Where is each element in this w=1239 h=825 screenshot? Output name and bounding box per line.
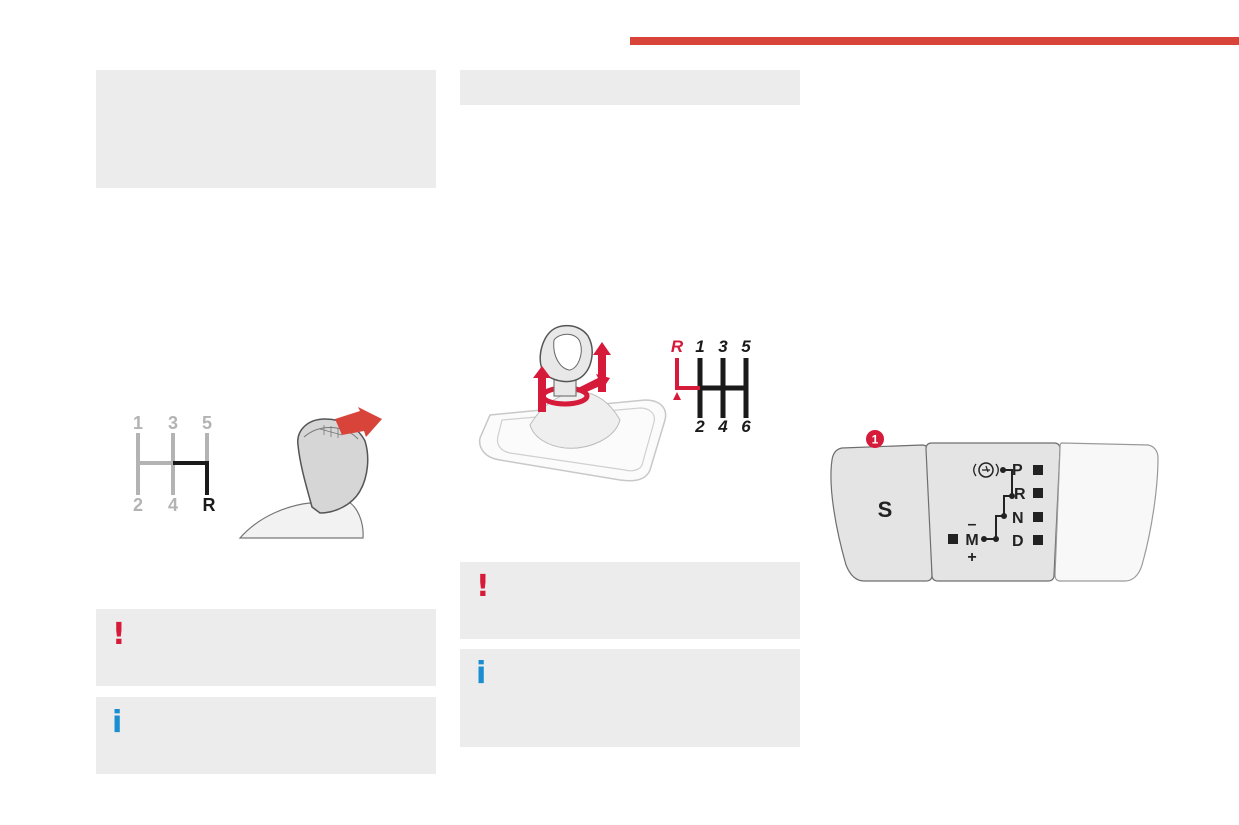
warning-icon: ! <box>476 569 490 604</box>
gear-label-2: 2 <box>133 495 143 515</box>
gear-position-r: R <box>1014 486 1026 503</box>
gear-knob-drawing <box>238 407 382 539</box>
indicator-r <box>1033 488 1043 498</box>
middle-info-box: i <box>460 649 800 747</box>
manual-mode-label: M <box>965 532 978 549</box>
warning-icon: ! <box>112 617 126 652</box>
manual-minus: – <box>968 516 977 533</box>
five-speed-gearbox-illustration: 1 3 5 2 4 R <box>133 407 382 539</box>
five-speed-shift-pattern <box>136 433 209 495</box>
left-header-box <box>96 70 436 188</box>
sport-mode-label: S <box>878 497 893 522</box>
gear-label-3: 3 <box>718 337 728 356</box>
gear-label-5: 5 <box>202 413 212 433</box>
gear-label-6: 6 <box>741 417 751 436</box>
gear-position-n: N <box>1012 510 1024 527</box>
lift-arrows <box>533 342 611 412</box>
six-speed-gearbox-illustration: R 1 3 5 2 4 6 <box>478 324 751 482</box>
six-speed-shift-pattern <box>673 358 749 418</box>
indicator-n <box>1033 512 1043 522</box>
park-brake-icon <box>973 462 999 478</box>
left-warning-box: ! <box>96 609 436 686</box>
info-icon: i <box>112 705 123 740</box>
left-info-box: i <box>96 697 436 774</box>
gear-label-r: R <box>671 337 684 356</box>
gear-gate-path <box>984 469 1013 540</box>
gear-label-1: 1 <box>695 337 704 356</box>
middle-header-box <box>460 70 800 105</box>
info-icon: i <box>476 656 487 691</box>
callout-marker-label: 1 <box>872 433 879 447</box>
manual-plus: + <box>967 549 976 566</box>
gear-label-1: 1 <box>133 413 143 433</box>
gear-position-p: P <box>1012 462 1023 479</box>
blank-panel <box>1054 442 1159 582</box>
indicator-m <box>948 534 958 544</box>
indicator-p <box>1033 465 1043 475</box>
gear-label-5: 5 <box>741 337 751 356</box>
gear-position-d: D <box>1012 533 1024 550</box>
gear-label-2: 2 <box>694 417 705 436</box>
gear-label-3: 3 <box>168 413 178 433</box>
gear-label-4: 4 <box>168 495 178 515</box>
indicator-d <box>1033 535 1043 545</box>
gear-label-4: 4 <box>717 417 728 436</box>
automatic-gear-selector-panel: 1 S P R N D – M + <box>830 430 1159 582</box>
console-drawing <box>478 391 667 482</box>
middle-warning-box: ! <box>460 562 800 639</box>
gear-position-panel <box>925 442 1061 582</box>
gear-label-r: R <box>203 495 216 515</box>
section-accent-bar <box>630 37 1239 45</box>
callout-marker-1 <box>866 430 884 448</box>
